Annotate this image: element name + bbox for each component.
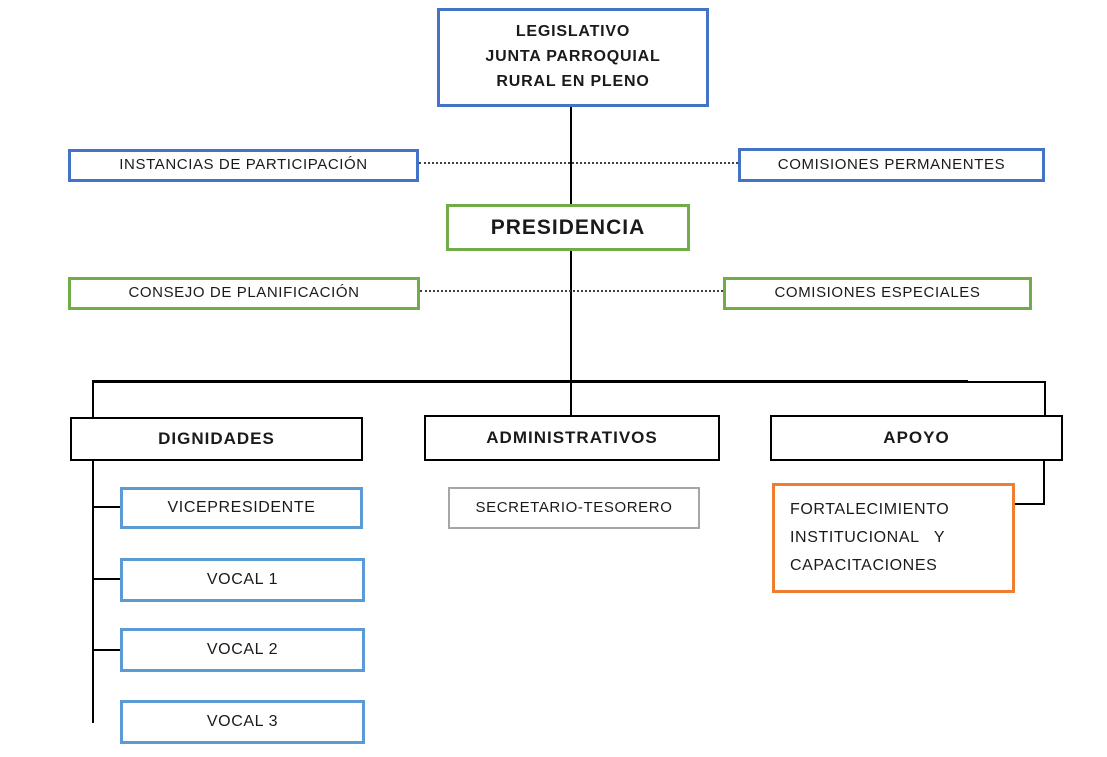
node-vocal-1-label: VOCAL 1 [206, 571, 279, 588]
node-consejo-de-planificacion: CONSEJO DE PLANIFICACIÓN [68, 277, 420, 310]
connector-bar-extension [966, 381, 1046, 383]
connector-drop-apoyo [1044, 382, 1046, 415]
node-comisiones-permanentes-label: COMISIONES PERMANENTES [777, 155, 1006, 173]
node-vocal-3-label: VOCAL 3 [206, 713, 279, 730]
node-vocal-1: VOCAL 1 [120, 558, 365, 602]
node-apoyo-label: APOYO [883, 428, 950, 448]
node-legislativo-label: LEGISLATIVO JUNTA PARROQUIAL RURAL EN PL… [485, 23, 661, 90]
connector-dotted-consejo-especiales [420, 290, 723, 292]
node-comisiones-especiales-label: COMISIONES ESPECIALES [774, 284, 981, 302]
node-vicepresidente-label: VICEPRESIDENTE [167, 499, 316, 516]
node-administrativos-label: ADMINISTRATIVOS [486, 428, 658, 448]
connector-drop-dignidades [92, 382, 94, 417]
node-presidencia-label: PRESIDENCIA [490, 215, 646, 239]
node-vocal-2-label: VOCAL 2 [206, 641, 279, 658]
connector-presidencia-administrativos [570, 250, 572, 415]
connector-tick-vicepresidente [92, 506, 120, 508]
node-dignidades: DIGNIDADES [70, 417, 363, 461]
connector-tick-vocal-1 [92, 578, 120, 580]
connector-apoyo-fortalecimiento-v [1043, 461, 1045, 505]
connector-dignidades-spine [92, 461, 94, 723]
node-comisiones-especiales: COMISIONES ESPECIALES [723, 277, 1032, 310]
node-presidencia: PRESIDENCIA [446, 204, 690, 251]
connector-legislativo-presidencia [570, 107, 572, 204]
connector-apoyo-fortalecimiento-h [1015, 503, 1045, 505]
node-consejo-label: CONSEJO DE PLANIFICACIÓN [128, 284, 360, 302]
node-dignidades-label: DIGNIDADES [158, 429, 275, 449]
node-fortalecimiento: FORTALECIMIENTO INSTITUCIONAL Y CAPACITA… [772, 483, 1015, 593]
connector-tick-vocal-2 [92, 649, 120, 651]
node-apoyo: APOYO [770, 415, 1063, 461]
node-administrativos: ADMINISTRATIVOS [424, 415, 720, 461]
node-vocal-2: VOCAL 2 [120, 628, 365, 672]
node-secretario-tesorero-label: SECRETARIO-TESORERO [475, 498, 673, 516]
node-secretario-tesorero: SECRETARIO-TESORERO [448, 487, 700, 529]
node-comisiones-permanentes: COMISIONES PERMANENTES [738, 148, 1045, 182]
node-fortalecimiento-label: FORTALECIMIENTO INSTITUCIONAL Y CAPACITA… [790, 501, 950, 574]
node-vocal-3: VOCAL 3 [120, 700, 365, 744]
node-vicepresidente: VICEPRESIDENTE [120, 487, 363, 529]
node-instancias-de-participacion: INSTANCIAS DE PARTICIPACIÓN [68, 149, 419, 182]
node-instancias-label: INSTANCIAS DE PARTICIPACIÓN [119, 156, 368, 174]
connector-dotted-instancias-permanentes [419, 162, 738, 164]
node-legislativo: LEGISLATIVO JUNTA PARROQUIAL RURAL EN PL… [437, 8, 709, 107]
connector-main-bar [92, 380, 968, 383]
